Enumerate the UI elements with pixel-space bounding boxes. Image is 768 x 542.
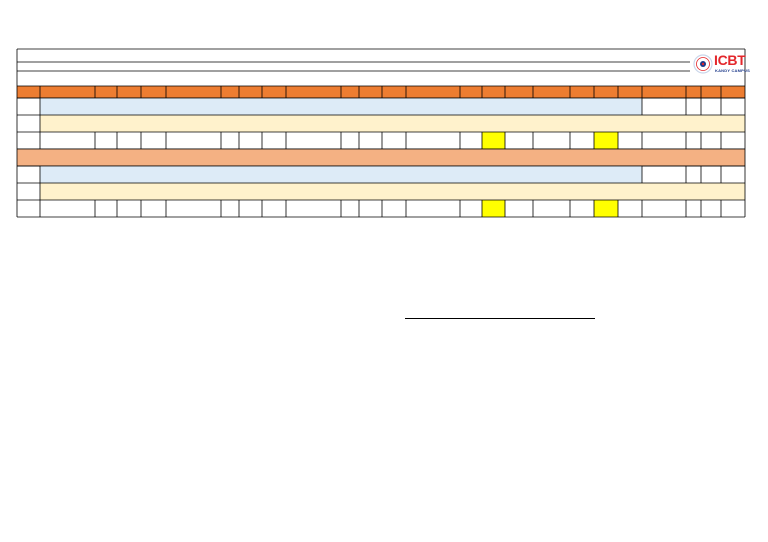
section-2-blue-band [40,166,642,183]
section-2-cream-band [40,183,745,200]
logo-brand: ICBT [714,52,746,68]
section-1-cream-band [40,115,745,132]
header-row [17,86,745,98]
section-2-highlight-cell [482,200,505,217]
crest-icon [693,54,713,74]
logo-tagline: KANDY CAMPUS [715,68,750,73]
section-bar [17,149,745,166]
section-1-highlight-cell [594,132,618,149]
section-1-highlight-cell [482,132,505,149]
section-2-highlight-cell [594,200,618,217]
section-1-blue-band [40,98,642,115]
logo: ICBT KANDY CAMPUS [693,52,750,78]
signature-line [405,318,595,319]
